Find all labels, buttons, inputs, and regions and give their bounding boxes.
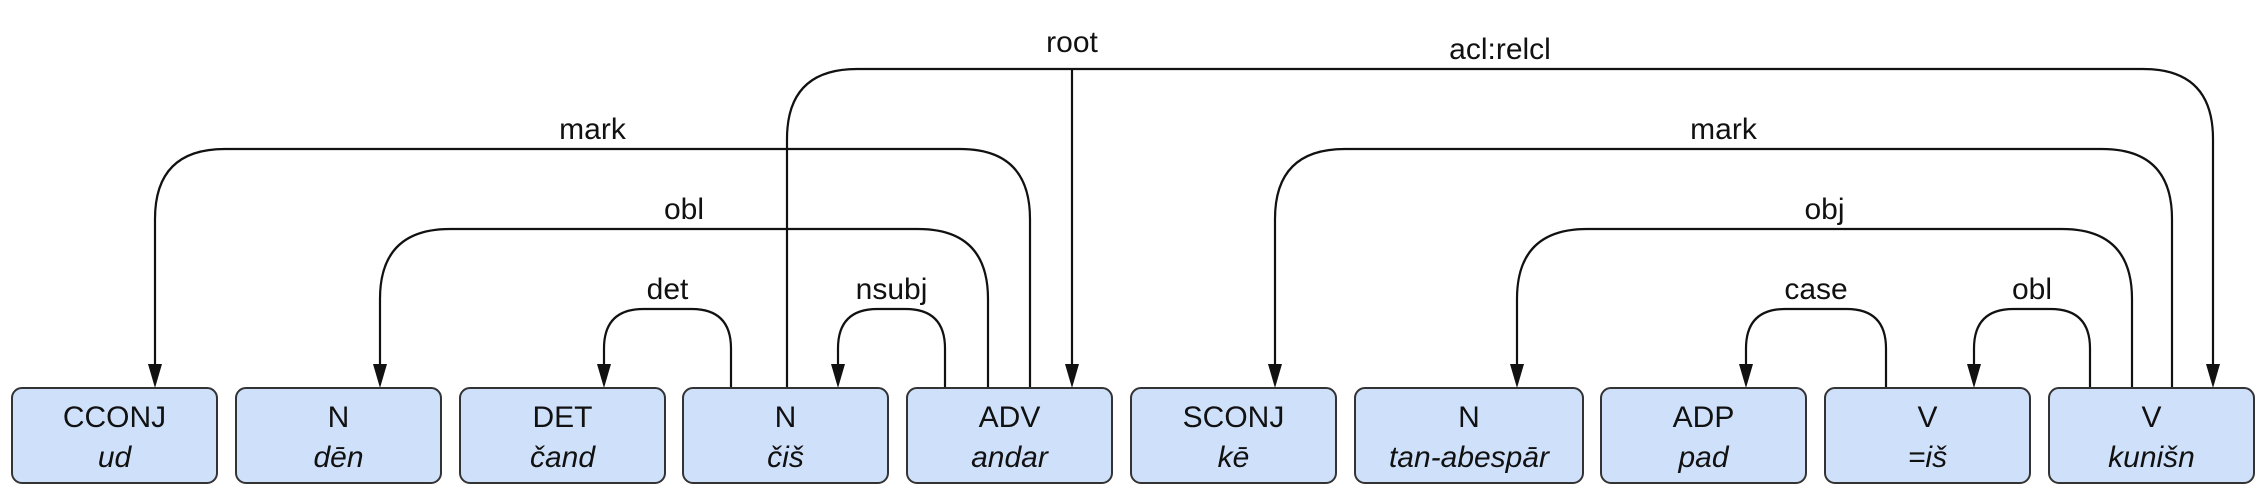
token-box <box>11 387 218 484</box>
arc-label: acl:relcl <box>1449 33 1551 66</box>
arc-acl-relcl: acl:relcl <box>785 33 2220 388</box>
token-8: V =iš <box>1824 387 2031 484</box>
pos-tag: SCONJ <box>1183 401 1285 434</box>
arc-label: root <box>1046 26 1098 59</box>
word-form: =iš <box>1908 441 1947 474</box>
arc-mark: mark <box>148 113 1032 388</box>
arc-label: obl <box>664 193 704 226</box>
token-box <box>459 387 666 484</box>
token-box <box>1600 387 1807 484</box>
root-arc: root <box>1046 26 1099 388</box>
token-4: ADV andar <box>906 387 1113 484</box>
word-form: kunišn <box>2108 441 2195 474</box>
word-form: pad <box>1677 441 1729 474</box>
arc-line <box>785 67 2215 388</box>
arc-label: obj <box>1804 193 1844 226</box>
word-form: ud <box>98 441 133 474</box>
token-box <box>1824 387 2031 484</box>
arc-mark: mark <box>1268 113 2174 388</box>
token-7: ADP pad <box>1600 387 1807 484</box>
pos-tag: CCONJ <box>63 401 166 434</box>
arrow-head <box>831 364 845 388</box>
word-form: dēn <box>313 441 363 474</box>
token-box <box>1354 387 1584 484</box>
pos-tag: ADV <box>979 401 1041 434</box>
arc-label: case <box>1784 273 1847 306</box>
arc-label: mark <box>1690 113 1758 146</box>
pos-tag: N <box>1458 401 1480 434</box>
pos-tag: V <box>2141 401 2161 434</box>
arc-nsubj: nsubj <box>831 273 947 388</box>
pos-tag: N <box>328 401 350 434</box>
arc-det: det <box>597 273 733 388</box>
word-form: andar <box>971 441 1049 474</box>
token-box <box>1130 387 1337 484</box>
token-0: CCONJ ud <box>11 387 218 484</box>
pos-tag: N <box>775 401 797 434</box>
word-form: kē <box>1218 441 1250 474</box>
arc-line <box>1273 147 2174 388</box>
arrow-head <box>597 364 611 388</box>
arc-obj: obj <box>1510 193 2134 388</box>
arc-case: case <box>1739 273 1888 388</box>
arrow-head <box>1967 364 1981 388</box>
pos-tag: V <box>1917 401 1937 434</box>
pos-tag: ADP <box>1673 401 1735 434</box>
arrow-head <box>373 364 387 388</box>
token-box <box>682 387 889 484</box>
pos-tag: DET <box>533 401 593 434</box>
arrow-head <box>2206 364 2220 388</box>
arrow-head <box>1739 364 1753 388</box>
arc-line <box>836 307 947 388</box>
arc-label: nsubj <box>856 273 928 306</box>
arc-obl: obl <box>1967 273 2092 388</box>
arc-label: det <box>647 273 689 306</box>
token-box <box>906 387 1113 484</box>
arc-label: mark <box>559 113 627 146</box>
arc-line <box>602 307 733 388</box>
arcs-layer: root det nsubj obl mark acl:relcl case obl obj ma… <box>148 26 2220 388</box>
arrow-head <box>1268 364 1282 388</box>
arc-line <box>1744 307 1888 388</box>
token-box <box>2048 387 2255 484</box>
word-form: tan-abespār <box>1389 441 1550 474</box>
arc-line <box>153 147 1032 388</box>
token-5: SCONJ kē <box>1130 387 1337 484</box>
arrow-head <box>1510 364 1524 388</box>
arc-label: obl <box>2012 273 2052 306</box>
token-2: DET čand <box>459 387 666 484</box>
word-form: čand <box>530 441 596 474</box>
word-form: čiš <box>767 441 804 474</box>
arrow-head <box>1065 364 1079 388</box>
arc-line <box>1515 227 2134 388</box>
arc-line <box>378 227 990 388</box>
arc-line <box>1972 307 2092 388</box>
arrow-head <box>148 364 162 388</box>
arc-obl: obl <box>373 193 990 388</box>
token-box <box>235 387 442 484</box>
